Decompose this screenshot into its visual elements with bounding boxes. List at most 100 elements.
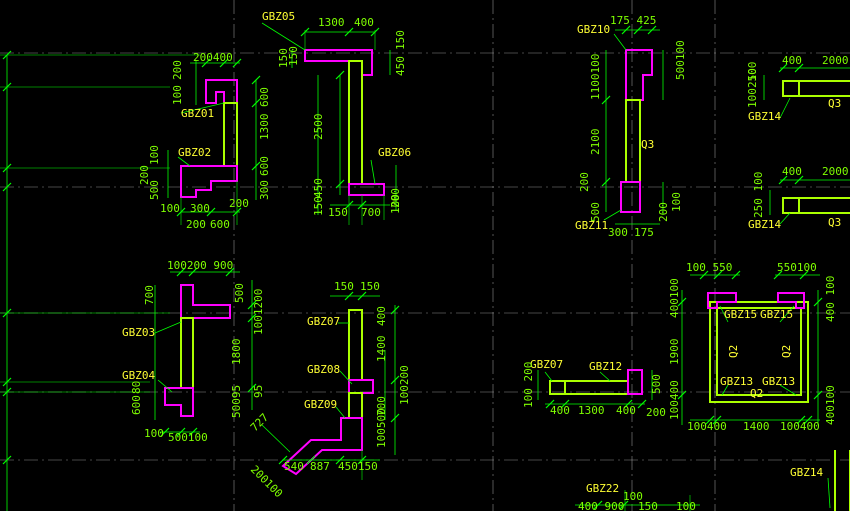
gbz11-tag: GBZ11 <box>575 219 608 232</box>
dim-200-bottom-gbz02: 200 <box>186 218 206 231</box>
dim-150-left: 150 <box>277 48 290 68</box>
gbz05-tag: GBZ05 <box>262 10 295 23</box>
dim-300-base-gbz02: 300 <box>190 202 210 215</box>
dim-200-gbz02: 200 <box>138 165 151 185</box>
dim-95-gbz04: 95 <box>252 385 265 398</box>
dim-200-base-gbz02: 200 <box>229 197 249 210</box>
dim-150-gbz07a: 150 <box>334 280 354 293</box>
dim-100-gbz01: 100 <box>171 85 184 105</box>
dim-400-gbz14b: 400 <box>782 165 802 178</box>
dim-450-bottom: 450 <box>312 178 325 198</box>
dim-500100: 500100 <box>168 431 208 444</box>
gbz01-tag: GBZ01 <box>181 107 214 120</box>
dim-400900: 400 900 <box>578 500 624 511</box>
dim-2000-gbz14b: 2000 <box>822 165 849 178</box>
dim-150-gbz22: 150 <box>638 500 658 511</box>
left-dimension-chain <box>0 50 200 511</box>
dim-2500: 2500 <box>312 114 325 141</box>
gbz10-tag: GBZ10 <box>577 23 610 36</box>
gbz13-tag-b: GBZ13 <box>762 375 795 388</box>
dim-80-gbz04: 80 <box>130 381 143 394</box>
dim-887: 887 <box>310 460 330 473</box>
gbz01-column[interactable] <box>167 58 261 225</box>
gbz05-column[interactable] <box>291 27 397 225</box>
dim-400100-right: 400 100 <box>824 276 837 322</box>
dim-600-bottom-gbz02: 600 <box>210 218 230 231</box>
dim-500-gbz02: 500 <box>148 180 161 200</box>
wall-q2-bottom: Q2 <box>750 387 763 400</box>
dim-600-gbz02: 600 <box>258 156 271 176</box>
gbz02-tag: GBZ02 <box>178 146 211 159</box>
dim-1300-gbz01: 1300 <box>258 114 271 141</box>
wall-q2-right: Q2 <box>780 345 793 358</box>
dim-300-gbz02: 300 <box>258 180 271 200</box>
dim-100550: 100 550 <box>686 261 732 274</box>
gbz12-tag: GBZ12 <box>589 360 622 373</box>
gbz14-tag-c: GBZ14 <box>790 466 823 479</box>
gbz14-columns[interactable] <box>763 63 850 225</box>
dim-500-gbz11: 500 <box>589 202 602 222</box>
dim-200400: 200400 <box>193 51 233 64</box>
wall-q2-left: Q2 <box>727 345 740 358</box>
wall-q3-right-a: Q3 <box>828 97 841 110</box>
gbz03-column[interactable] <box>154 267 257 437</box>
dim-200-gbz11b: 200 <box>657 202 670 222</box>
wall-q3-right-b: Q3 <box>828 216 841 229</box>
dim-1001200: 1001200 <box>252 289 265 335</box>
dim-400-gbz14a: 400 <box>782 54 802 67</box>
dim-150-right: 150 <box>394 30 407 50</box>
gbz12-column[interactable] <box>537 369 653 409</box>
dim-600-gbz04: 600 <box>130 395 143 415</box>
dim-400-gbz07: 400 <box>375 306 388 326</box>
wall-q3-middle: Q3 <box>641 138 654 151</box>
dim-1100100: 1100100 <box>589 54 602 100</box>
dim-1800: 1800 <box>230 339 243 366</box>
dim-175-gbz11: 175 <box>634 226 654 239</box>
gbz10-column[interactable] <box>601 25 664 225</box>
dim-150-bottom: 150 <box>312 196 325 216</box>
dim-400-gbz12a: 400 <box>550 404 570 417</box>
dim-450150: 450150 <box>338 460 378 473</box>
dim-100100-gbz14a: 100 100 <box>746 62 759 108</box>
dim-150-left2: 150 <box>287 46 300 66</box>
gbz07-column[interactable] <box>261 291 400 480</box>
dim-150-base: 150 <box>328 206 348 219</box>
gbz22-column[interactable] <box>575 490 700 511</box>
dim-1400-core: 1400 <box>743 420 770 433</box>
dim-100-gbz06: 100 <box>389 194 402 214</box>
gbz04-tag: GBZ04 <box>122 369 155 382</box>
dim-250100-gbz14b: 250 100 <box>752 172 765 218</box>
dim-150-gbz07b: 150 <box>360 280 380 293</box>
dim-100400-left: 100400 <box>668 380 681 420</box>
dim-100200-gbz08: 100200 <box>398 365 411 405</box>
dim-500100-gbz10: 500100 <box>674 40 687 80</box>
dim-400-gbz12b: 400 <box>616 404 636 417</box>
dim-2100: 2100 <box>589 129 602 156</box>
dim-200-gbz11: 200 <box>578 172 591 192</box>
dim-2000-gbz14a: 2000 <box>822 54 849 67</box>
dim-100200-gbz12: 100 200 <box>522 362 535 408</box>
dim-250-gbz14a: 250 <box>746 68 759 88</box>
dim-100-gbz11: 100 <box>670 192 683 212</box>
dim-700-base: 700 <box>361 206 381 219</box>
dim-1300-gbz12: 1300 <box>578 404 605 417</box>
dim-700-gbz03: 700 <box>143 285 156 305</box>
dim-175425: 175 425 <box>610 14 656 27</box>
dim-100-gbz04: 100 <box>144 427 164 440</box>
dim-100-gbz02: 100 <box>148 145 161 165</box>
gbz07-tag: GBZ07 <box>307 315 340 328</box>
gbz06-tag: GBZ06 <box>378 146 411 159</box>
dim-400100-right-low: 400100 <box>824 385 837 425</box>
gbz07-mid-tag: GBZ07 <box>530 358 563 371</box>
dim-500-gbz12: 500 <box>650 374 663 394</box>
dim-540: 540 <box>284 460 304 473</box>
gbz15-tag-b: GBZ15 <box>760 308 793 321</box>
dim-400-top: 400 <box>354 16 374 29</box>
core-gbz13-gbz15[interactable] <box>677 270 823 425</box>
dim-550100: 550100 <box>777 261 817 274</box>
gbz13-tag-a: GBZ13 <box>720 375 753 388</box>
gbz22-tag: GBZ22 <box>586 482 619 495</box>
